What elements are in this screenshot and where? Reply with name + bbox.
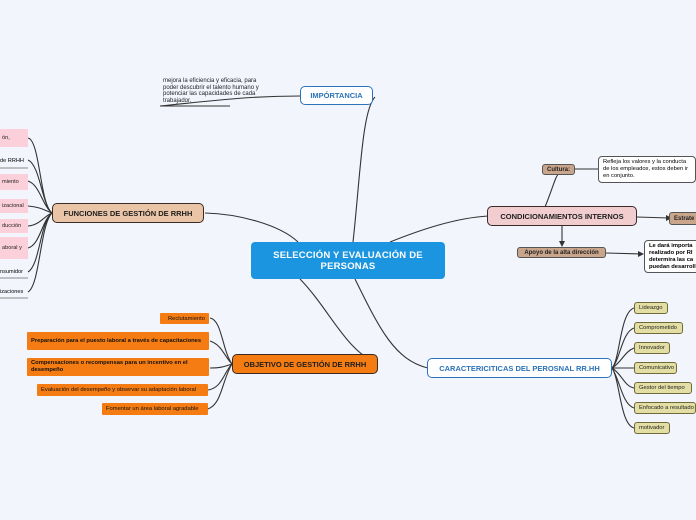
importancia-node[interactable]: IMPÓRTANCIA [300,86,373,105]
objetivo-item-fomentar[interactable]: Fomentar un área laboral agradable [102,403,208,415]
objetivo-item-evaluacion[interactable]: Evaluación del desempeño y observar su a… [37,384,208,396]
funciones-item[interactable]: aboral y [0,237,28,259]
apoyo-note[interactable]: Le dará importa realizado por RI determi… [644,240,696,273]
funciones-item[interactable]: ducción [0,219,28,233]
funciones-item[interactable]: ón, [0,129,28,147]
estrategia-node[interactable]: Estrate [669,212,696,225]
funciones-item[interactable]: miento [0,174,28,190]
objetivo-item-reclutamiento[interactable]: Reclutamiento [160,313,209,324]
funciones-node[interactable]: FUNCIONES DE GESTIÓN DE RRHH [52,203,204,223]
funciones-item[interactable]: de RRHH [0,158,24,164]
caracteristica-item[interactable]: Gestor del tiempo [634,382,692,394]
caracteristica-item[interactable]: Enfocado a resultado [634,402,696,414]
objetivo-item-compensaciones[interactable]: Compensaciones o recompensas para un inc… [27,358,209,376]
importancia-note: mejora la eficiencia y eficacia, para po… [163,78,259,104]
cultura-note[interactable]: Refleja los valores y la conducta de los… [598,156,696,183]
apoyo-node[interactable]: Apoyo de la alta dirección [517,247,606,258]
caracteristica-item[interactable]: Lideazgo [634,302,668,314]
funciones-item[interactable]: izaciones [0,288,24,295]
caracteristica-item[interactable]: Comprometido [634,322,683,334]
caracteristica-item[interactable]: motivador [634,422,670,434]
funciones-item[interactable]: nsumidor [0,268,24,275]
funciones-item[interactable]: izacional [0,199,28,213]
condicionamientos-node[interactable]: CONDICIONAMIENTOS INTERNOS [487,206,637,226]
caracteristica-item[interactable]: Innovador [634,342,670,354]
caracteristica-item[interactable]: Comunicativo [634,362,677,374]
central-topic[interactable]: SELECCIÓN Y EVALUACIÓN DE PERSONAS [251,242,445,279]
cultura-node[interactable]: Cultura: [542,164,575,175]
objetivo-item-preparacion[interactable]: Preparación para el puesto laboral a tra… [27,332,209,350]
objetivo-node[interactable]: OBJETIVO DE GESTIÓN DE RRHH [232,354,378,374]
caracteristicas-node[interactable]: CARACTERICITICAS DEL PEROSNAL RR.HH [427,358,612,378]
